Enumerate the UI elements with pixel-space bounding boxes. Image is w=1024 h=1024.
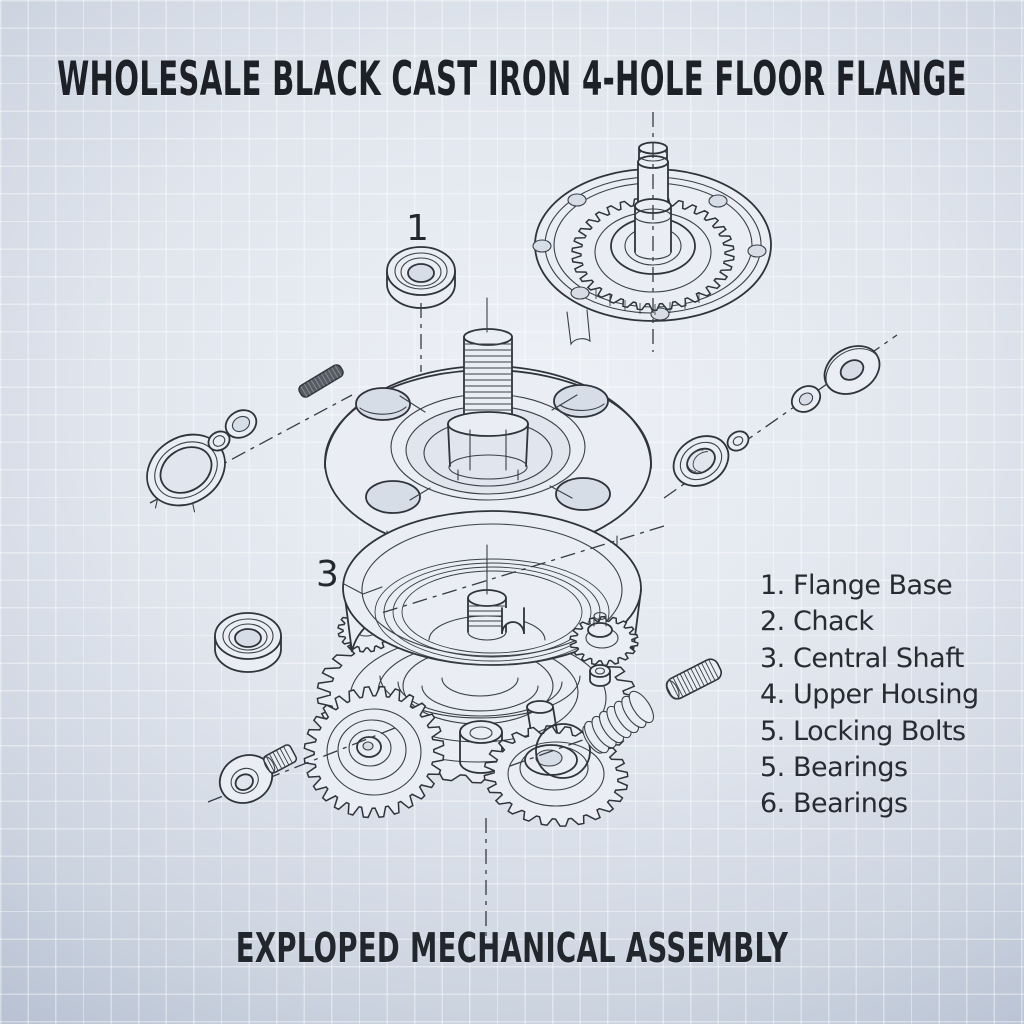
pulley-gear-drawing (303, 685, 445, 819)
part-label: Chack (793, 606, 874, 638)
parts-list-item: 2. Chack (760, 606, 979, 642)
right-seal-group-drawing (663, 334, 898, 499)
grommet-drawing (790, 385, 822, 413)
small-cap-drawing (589, 664, 611, 687)
flange-base-drawing (324, 297, 652, 555)
rim-bolt-holes (532, 193, 767, 321)
bearing-left-drawing (214, 612, 282, 673)
part-label: Bearings (793, 751, 908, 783)
ball-detail-drawing (509, 715, 651, 779)
parts-list-item: 6. Bearings (760, 788, 979, 824)
central-shaft-drawing (447, 297, 529, 481)
parts-list: 1. Flange Base 2. Chack 3. Central Shaft… (760, 570, 979, 825)
output-shaft-drawing (634, 141, 672, 260)
flat-washer-drawing (823, 345, 881, 395)
part-number: 4. (760, 679, 785, 711)
washer-disc-drawing (218, 754, 274, 804)
part-label: Locking Bolts (793, 715, 966, 747)
page-title: WHOLESALE BLACK CAST IRON 4-HOLE FLOOR F… (57, 52, 967, 107)
page-subtitle: EXPLOPED MECHANICAL ASSEMBLY (235, 924, 789, 972)
part-number: 3. (760, 642, 785, 674)
part-number: 2. (760, 606, 785, 638)
threaded-plug-drawing (262, 744, 298, 774)
part-label: Flange Base (793, 570, 953, 601)
upper-housing-drawing (342, 510, 665, 666)
parts-list-item: 4. Upper Hoιsing (760, 679, 979, 715)
callout-3-leader (343, 583, 383, 595)
bearing-top-drawing (386, 246, 456, 372)
part-label: Upper Hoιsing (793, 679, 979, 711)
parts-list-item: 1. Flange Base (760, 570, 979, 606)
small-nut-right-drawing (726, 430, 750, 452)
bottom-gear-drawing (483, 700, 629, 827)
seal-ring-drawing (146, 433, 226, 513)
seal-ring-right-drawing (672, 435, 730, 487)
parts-list-item: 5. Locking Bolts (760, 716, 979, 752)
small-washer-drawing (224, 409, 258, 439)
part-number: 5. (760, 751, 785, 783)
parts-list-item: 3. Central Shaft (760, 643, 979, 679)
part-label: Central Shaft (793, 642, 964, 674)
part-number: 6. (760, 788, 785, 820)
bottom-left-fasteners-drawing (207, 725, 401, 804)
parts-list-item: 5. Bearings (760, 752, 979, 788)
part-number: 5. (760, 715, 785, 747)
part-number: 1. (760, 570, 785, 601)
keyway-notch (501, 607, 525, 635)
part-label: Bearings (793, 788, 908, 820)
locking-bolt-drawing (665, 658, 722, 700)
spring-drawing (582, 690, 654, 754)
callout-number-1: 1 (406, 208, 429, 249)
callout-number-3: 3 (316, 554, 339, 595)
left-seal-group-drawing (146, 364, 353, 513)
threaded-pin-drawing (298, 364, 344, 398)
assembled-unit-drawing (532, 112, 772, 352)
right-small-gear-drawing (569, 611, 639, 667)
small-nut-drawing (207, 430, 231, 452)
